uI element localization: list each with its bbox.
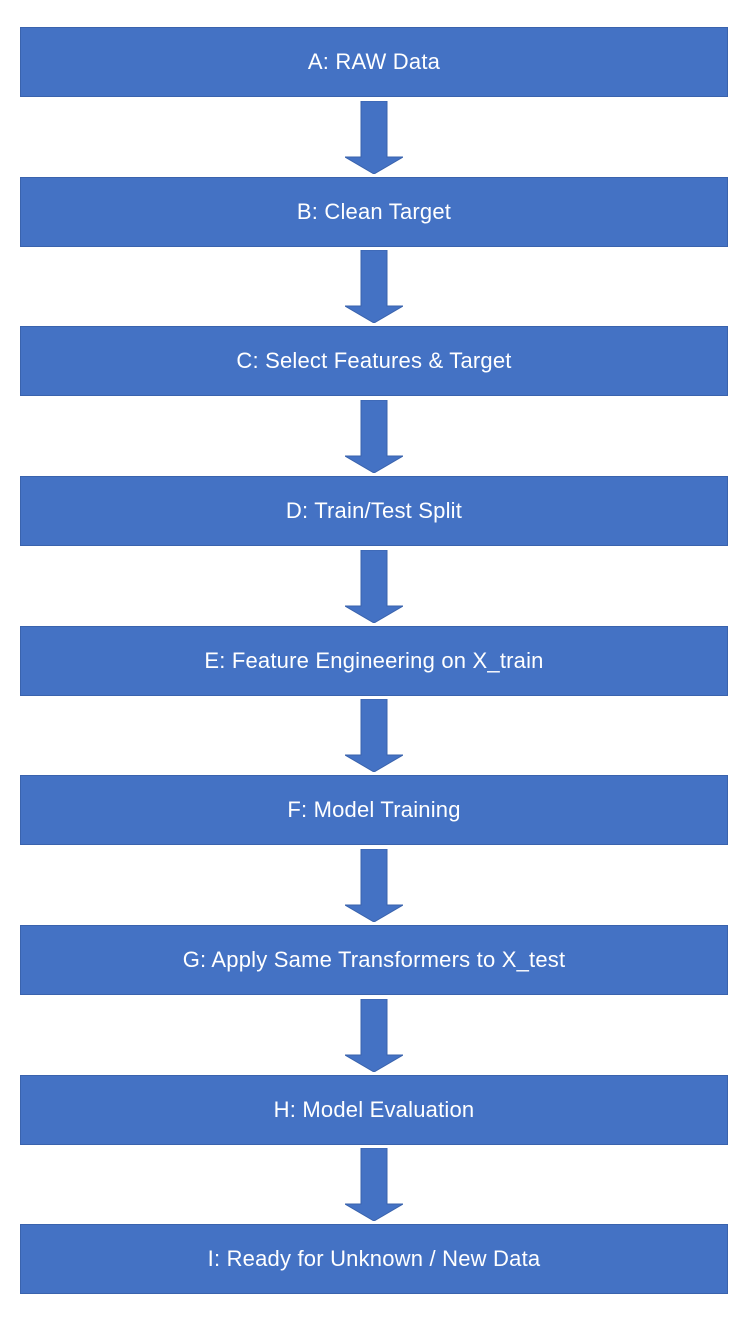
step-label: E: Feature Engineering on X_train xyxy=(204,648,544,673)
down-arrow-icon xyxy=(345,400,403,473)
step-label: C: Select Features & Target xyxy=(236,348,512,373)
down-arrow-icon xyxy=(345,101,403,174)
step-model-training: F: Model Training xyxy=(20,775,728,845)
down-arrow-icon xyxy=(345,550,403,623)
step-label: H: Model Evaluation xyxy=(273,1097,475,1122)
step-raw-data: A: RAW Data xyxy=(20,27,728,97)
step-label: G: Apply Same Transformers to X_test xyxy=(182,947,566,972)
down-arrow-icon xyxy=(345,999,403,1072)
step-label: B: Clean Target xyxy=(296,199,452,224)
step-clean-target: B: Clean Target xyxy=(20,177,728,247)
step-label: D: Train/Test Split xyxy=(285,498,463,523)
step-label: F: Model Training xyxy=(287,797,461,822)
step-select-features: C: Select Features & Target xyxy=(20,326,728,396)
step-train-test-split: D: Train/Test Split xyxy=(20,476,728,546)
step-model-evaluation: H: Model Evaluation xyxy=(20,1075,728,1145)
step-feature-engineering: E: Feature Engineering on X_train xyxy=(20,626,728,696)
down-arrow-icon xyxy=(345,250,403,323)
step-ready-new-data: I: Ready for Unknown / New Data xyxy=(20,1224,728,1294)
down-arrow-icon xyxy=(345,1148,403,1221)
step-label: I: Ready for Unknown / New Data xyxy=(207,1246,541,1271)
down-arrow-icon xyxy=(345,699,403,772)
step-label: A: RAW Data xyxy=(307,49,441,74)
down-arrow-icon xyxy=(345,849,403,922)
step-apply-transformers: G: Apply Same Transformers to X_test xyxy=(20,925,728,995)
